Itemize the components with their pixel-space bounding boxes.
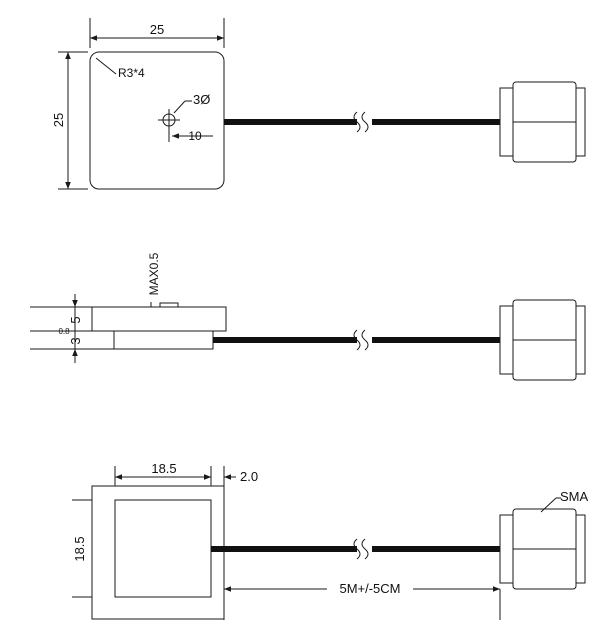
- bottom-ground-square: [114, 499, 212, 598]
- hole-diameter: 3Ø: [193, 92, 210, 107]
- bottom-break-mark-left: [353, 538, 361, 560]
- corner-radius-note: R3*4: [118, 66, 145, 80]
- side-dim-lower: 3: [68, 337, 83, 344]
- sma-label: SMA: [560, 489, 589, 504]
- corner-leader: [95, 57, 117, 75]
- side-dim-gap: 0.8: [58, 327, 70, 336]
- top-connector-tip: [575, 87, 586, 157]
- bottom-connector-tip: [575, 514, 586, 584]
- cable-length-dim: 5M+/-5CM: [339, 581, 400, 596]
- bottom-view: 18.5 2.0 18.5 SMA 5M+/-5CM: [72, 461, 589, 620]
- side-dim-upper: 5: [68, 316, 83, 323]
- side-break-mark-left: [353, 329, 361, 351]
- side-connector-tip: [575, 305, 586, 375]
- hole-leader: [173, 100, 186, 114]
- top-patch-body: [89, 51, 225, 190]
- bottom-margin-dim: 2.0: [240, 469, 258, 484]
- side-patch-upper: [91, 306, 227, 332]
- bottom-connector-nut: [499, 514, 514, 584]
- top-height-dim: 25: [51, 113, 66, 127]
- side-break-mark-right: [361, 329, 369, 351]
- bottom-width-dim: 18.5: [151, 461, 176, 476]
- feed-pin: [159, 302, 179, 308]
- side-view: MAX0.5 5 0.8 3: [30, 252, 586, 381]
- side-connector-nut: [499, 305, 514, 375]
- side-patch-lower: [113, 330, 214, 350]
- top-break-mark-right: [361, 111, 369, 133]
- top-view: 25 25 R3*4 3Ø 10: [51, 18, 586, 190]
- sma-leader: [540, 497, 557, 513]
- top-width-dim: 25: [150, 22, 164, 37]
- bottom-height-dim: 18.5: [72, 536, 87, 561]
- hole-offset-dim: 10: [188, 129, 202, 143]
- max-thickness-note: MAX0.5: [147, 252, 161, 295]
- bottom-break-mark-right: [361, 538, 369, 560]
- top-break-mark-left: [353, 111, 361, 133]
- top-connector-nut: [499, 87, 514, 157]
